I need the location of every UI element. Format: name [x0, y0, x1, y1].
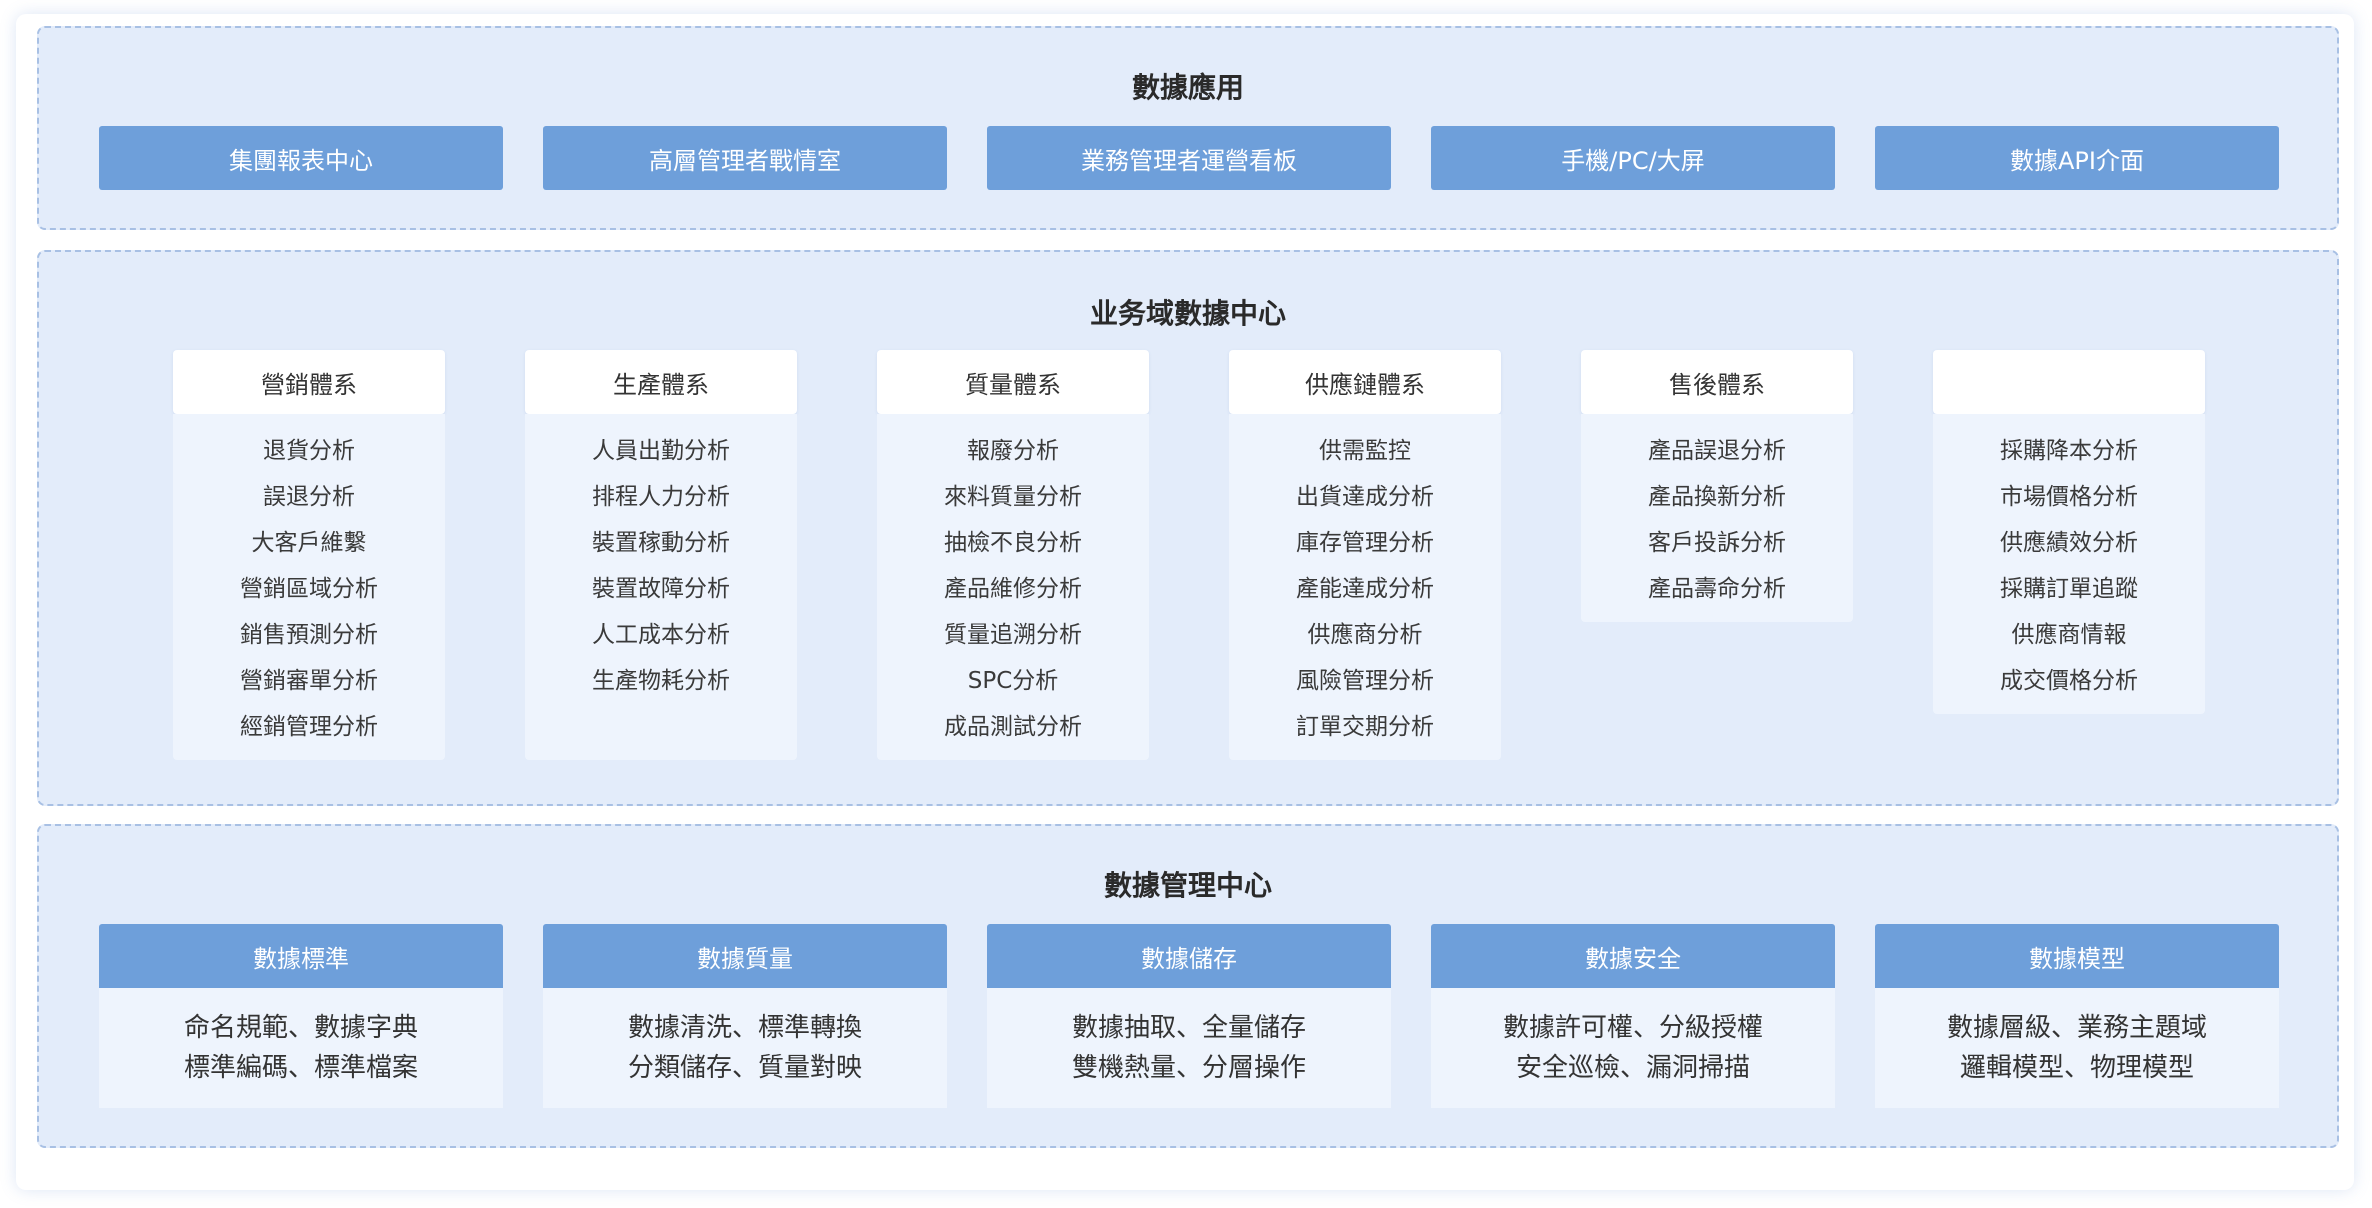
list-item: 人員出勤分析 — [592, 438, 730, 464]
mgmt-box-header: 數據模型 — [1875, 924, 2279, 988]
mgmt-box-body: 數據抽取、全量儲存 雙機熱量、分層操作 — [987, 988, 1391, 1108]
list-item: 市場價格分析 — [2000, 484, 2138, 510]
mgmt-box-line: 數據層級、業務主題域 — [1946, 1013, 2207, 1043]
mgmt-box-line: 數據清洗、標準轉換 — [627, 1013, 862, 1043]
list-item: 產品誤退分析 — [1648, 438, 1786, 464]
column-procurement: 採購降本分析 市場價格分析 供應績效分析 採購訂單追蹤 供應商情報 成交價格分析 — [1933, 350, 2205, 714]
data-application-title: 數據應用 — [1131, 71, 1244, 104]
mgmt-box-security: 數據安全 數據許可權、分級授權 安全巡檢、漏洞掃描 — [1431, 924, 1835, 1108]
business-data-center-title: 业务域數據中心 — [1089, 297, 1286, 330]
app-button-group-report: 集團報表中心 — [99, 126, 503, 190]
list-item: 產品維修分析 — [944, 576, 1082, 602]
app-button-devices: 手機/PC/大屏 — [1431, 126, 1835, 190]
list-item: 人工成本分析 — [592, 622, 730, 648]
mgmt-box-storage: 數據儲存 數據抽取、全量儲存 雙機熱量、分層操作 — [987, 924, 1391, 1108]
list-item: 誤退分析 — [263, 484, 355, 510]
column-body: 採購降本分析 市場價格分析 供應績效分析 採購訂單追蹤 供應商情報 成交價格分析 — [1933, 414, 2205, 714]
mgmt-box-header: 數據質量 — [543, 924, 947, 988]
list-item: 產能達成分析 — [1296, 576, 1434, 602]
mgmt-box-body: 命名規範、數據字典 標準編碼、標準檔案 — [99, 988, 503, 1108]
data-management-section: 數據管理中心 數據標準 命名規範、數據字典 標準編碼、標準檔案 數據質量 數據清… — [37, 824, 2339, 1148]
list-item: 產品換新分析 — [1648, 484, 1786, 510]
mgmt-box-standard: 數據標準 命名規範、數據字典 標準編碼、標準檔案 — [99, 924, 503, 1108]
list-item: 質量追溯分析 — [944, 622, 1082, 648]
list-item: 供應績效分析 — [2000, 530, 2138, 556]
list-item: 退貨分析 — [263, 438, 355, 464]
list-item: 採購訂單追蹤 — [2000, 576, 2138, 602]
list-item: 供需監控 — [1319, 438, 1411, 464]
column-body: 供需監控 出貨達成分析 庫存管理分析 產能達成分析 供應商分析 風險管理分析 訂… — [1229, 414, 1501, 760]
mgmt-box-line: 數據抽取、全量儲存 — [1071, 1013, 1306, 1043]
list-item: 訂單交期分析 — [1296, 714, 1434, 740]
mgmt-box-body: 數據清洗、標準轉換 分類儲存、質量對映 — [543, 988, 947, 1108]
column-header: 生產體系 — [525, 350, 797, 414]
list-item: 成交價格分析 — [2000, 668, 2138, 694]
data-application-section: 數據應用 集團報表中心 高層管理者戰情室 業務管理者運營看板 手機/PC/大屏 … — [37, 26, 2339, 230]
column-quality: 質量體系 報廢分析 來料質量分析 抽檢不良分析 產品維修分析 質量追溯分析 SP… — [877, 350, 1149, 760]
mgmt-box-line: 命名規範、數據字典 — [183, 1013, 418, 1043]
mgmt-box-header: 數據標準 — [99, 924, 503, 988]
list-item: 風險管理分析 — [1296, 668, 1434, 694]
list-item: 生產物耗分析 — [592, 668, 730, 694]
list-item: 採購降本分析 — [2000, 438, 2138, 464]
list-item: 成品測試分析 — [944, 714, 1082, 740]
list-item: 銷售預測分析 — [240, 622, 378, 648]
list-item: 抽檢不良分析 — [944, 530, 1082, 556]
column-header: 售後體系 — [1581, 350, 1853, 414]
list-item: 庫存管理分析 — [1296, 530, 1434, 556]
data-management-title: 數據管理中心 — [1103, 869, 1272, 902]
column-header: 質量體系 — [877, 350, 1149, 414]
column-header: 營銷體系 — [173, 350, 445, 414]
list-item: 報廢分析 — [967, 438, 1059, 464]
list-item: 供應商情報 — [2011, 622, 2127, 648]
list-item: 出貨達成分析 — [1296, 484, 1434, 510]
column-production: 生產體系 人員出勤分析 排程人力分析 裝置稼動分析 裝置故障分析 人工成本分析 … — [525, 350, 797, 760]
list-item: 客戶投訴分析 — [1648, 530, 1786, 556]
column-body: 人員出勤分析 排程人力分析 裝置稼動分析 裝置故障分析 人工成本分析 生產物耗分… — [525, 414, 797, 760]
app-button-data-api: 數據API介面 — [1875, 126, 2279, 190]
list-item: SPC分析 — [967, 668, 1059, 694]
list-item: 大客戶維繫 — [251, 530, 367, 556]
mgmt-box-body: 數據層級、業務主題域 邏輯模型、物理模型 — [1875, 988, 2279, 1108]
list-item: 營銷區域分析 — [240, 576, 378, 602]
column-body: 報廢分析 來料質量分析 抽檢不良分析 產品維修分析 質量追溯分析 SPC分析 成… — [877, 414, 1149, 760]
mgmt-box-line: 標準編碼、標準檔案 — [183, 1053, 418, 1083]
mgmt-box-line: 雙機熱量、分層操作 — [1071, 1053, 1306, 1083]
mgmt-box-header: 數據儲存 — [987, 924, 1391, 988]
list-item: 營銷審單分析 — [240, 668, 378, 694]
mgmt-box-body: 數據許可權、分級授權 安全巡檢、漏洞掃描 — [1431, 988, 1835, 1108]
column-after-sales: 售後體系 產品誤退分析 產品換新分析 客戶投訴分析 產品壽命分析 — [1581, 350, 1853, 622]
mgmt-box-model: 數據模型 數據層級、業務主題域 邏輯模型、物理模型 — [1875, 924, 2279, 1108]
list-item: 裝置稼動分析 — [592, 530, 730, 556]
list-item: 經銷管理分析 — [240, 714, 378, 740]
mgmt-box-line: 數據許可權、分級授權 — [1502, 1013, 1763, 1043]
column-header — [1933, 350, 2205, 414]
mgmt-box-line: 邏輯模型、物理模型 — [1959, 1053, 2194, 1083]
list-item: 供應商分析 — [1307, 622, 1423, 648]
column-body: 產品誤退分析 產品換新分析 客戶投訴分析 產品壽命分析 — [1581, 414, 1853, 622]
column-header: 供應鏈體系 — [1229, 350, 1501, 414]
list-item: 裝置故障分析 — [592, 576, 730, 602]
list-item: 來料質量分析 — [944, 484, 1082, 510]
mgmt-box-quality: 數據質量 數據清洗、標準轉換 分類儲存、質量對映 — [543, 924, 947, 1108]
app-button-ops-dashboard: 業務管理者運營看板 — [987, 126, 1391, 190]
column-marketing: 營銷體系 退貨分析 誤退分析 大客戶維繫 營銷區域分析 銷售預測分析 營銷審單分… — [173, 350, 445, 760]
app-button-exec-war-room: 高層管理者戰情室 — [543, 126, 947, 190]
column-supply-chain: 供應鏈體系 供需監控 出貨達成分析 庫存管理分析 產能達成分析 供應商分析 風險… — [1229, 350, 1501, 760]
list-item: 產品壽命分析 — [1648, 576, 1786, 602]
column-body: 退貨分析 誤退分析 大客戶維繫 營銷區域分析 銷售預測分析 營銷審單分析 經銷管… — [173, 414, 445, 760]
list-item: 排程人力分析 — [592, 484, 730, 510]
mgmt-box-header: 數據安全 — [1431, 924, 1835, 988]
mgmt-box-line: 分類儲存、質量對映 — [627, 1053, 862, 1083]
business-data-center-section: 业务域數據中心 營銷體系 退貨分析 誤退分析 大客戶維繫 營銷區域分析 銷售預測… — [37, 250, 2339, 806]
mgmt-box-line: 安全巡檢、漏洞掃描 — [1515, 1053, 1750, 1083]
